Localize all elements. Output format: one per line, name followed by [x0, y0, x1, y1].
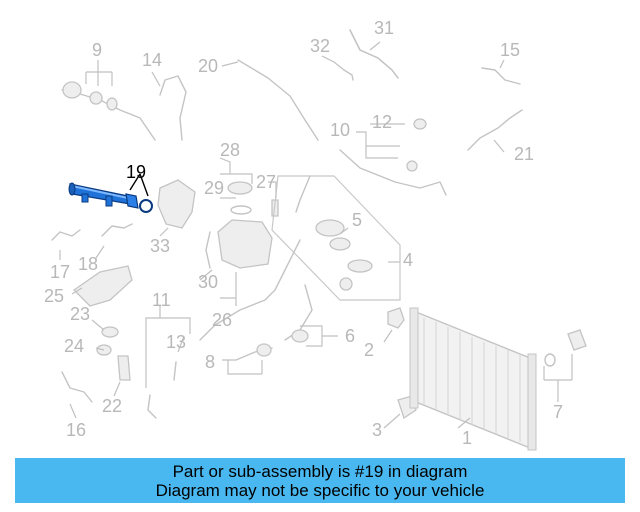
callout-22: 22	[102, 396, 122, 416]
part-15-hose	[481, 67, 521, 85]
callout-8: 8	[205, 352, 215, 372]
part-28-cap	[227, 181, 253, 195]
callout-26: 26	[212, 310, 232, 330]
part-10-hose	[339, 149, 447, 196]
callout-23: 23	[70, 304, 90, 324]
part-1-radiator	[409, 307, 537, 451]
callout-13: 13	[166, 332, 186, 352]
callout-2: 2	[364, 340, 374, 360]
part-26-reservoir	[217, 219, 273, 269]
callout-4: 4	[403, 250, 413, 270]
callout-11: 11	[152, 290, 171, 310]
part-32-hose	[333, 61, 354, 81]
part-16-hose	[61, 371, 93, 403]
callout-30: 30	[198, 272, 218, 292]
callout-1: 1	[462, 428, 472, 448]
part-4-box	[271, 175, 401, 301]
callout-9: 9	[92, 40, 102, 60]
callout-33: 33	[150, 236, 170, 256]
part-14-hose	[159, 75, 187, 141]
ghost-parts	[51, 29, 587, 451]
callout-18: 18	[78, 254, 98, 274]
banner-line-part-info: Part or sub-assembly is #19 in diagram	[172, 461, 468, 481]
callout-5: 5	[352, 210, 362, 230]
callout-7: 7	[553, 402, 563, 422]
callout-10: 10	[330, 120, 350, 140]
callout-32: 32	[310, 36, 330, 56]
callout-24: 24	[64, 336, 84, 356]
callout-19-highlighted: 19	[126, 162, 146, 182]
callout-27: 27	[256, 172, 276, 192]
info-banner: Part or sub-assembly is #19 in diagram D…	[15, 458, 625, 503]
callout-17: 17	[50, 262, 70, 282]
part-25-bracket	[72, 265, 133, 307]
part-23-clip	[101, 326, 119, 338]
callout-15: 15	[500, 40, 520, 60]
callout-21: 21	[514, 144, 534, 164]
part-18-hose	[101, 223, 133, 237]
part-33-housing	[157, 179, 196, 229]
leader-lines	[59, 41, 573, 429]
callout-28: 28	[220, 140, 240, 160]
callout-29: 29	[204, 178, 224, 198]
part-11-hose	[147, 394, 157, 419]
callout-16: 16	[66, 420, 86, 440]
banner-line-disclaimer: Diagram may not be specific to your vehi…	[155, 480, 485, 500]
callout-6: 6	[345, 326, 355, 346]
part-21-pipe	[467, 109, 523, 151]
callout-14: 14	[142, 50, 162, 70]
part-30-hose	[205, 231, 211, 269]
callout-31: 31	[374, 18, 394, 38]
part-7-sensor	[567, 329, 587, 351]
callout-25: 25	[44, 286, 64, 306]
part-2-mount	[387, 307, 405, 329]
part-22-sensor	[117, 355, 131, 381]
part-6-hose	[199, 239, 301, 341]
part-20-pipe	[237, 59, 319, 141]
part-29-seal	[230, 205, 252, 215]
callout-12: 12	[372, 112, 392, 132]
part-19-coolant-pipe	[68, 173, 153, 213]
callout-20: 20	[198, 56, 218, 76]
part-17-hose	[51, 229, 81, 241]
callout-3: 3	[372, 420, 382, 440]
parts-diagram: 1 2 3 4 5 6 7 8 9 10 11 12 13 14 15 16 1…	[44, 18, 587, 451]
callout-labels: 1 2 3 4 5 6 7 8 9 10 11 12 13 14 15 16 1…	[44, 18, 563, 448]
